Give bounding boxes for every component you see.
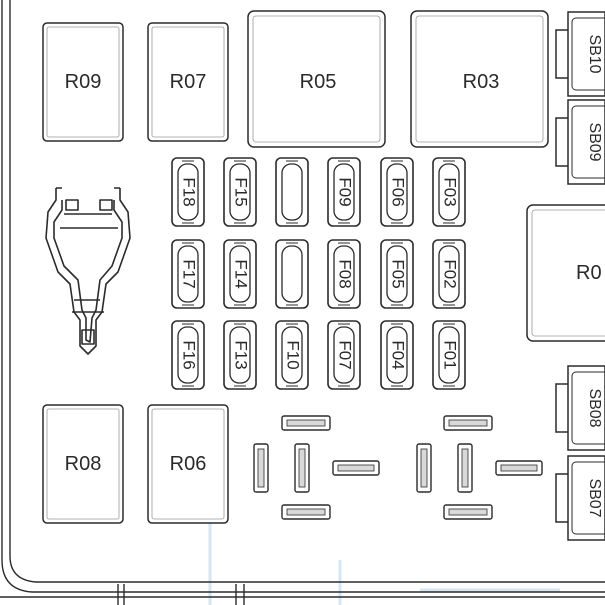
fuse-slot: F06: [380, 157, 414, 227]
fuse-label: F04: [389, 340, 408, 369]
sb07-block: SB07: [555, 455, 605, 541]
relay-r05-label: R05: [300, 71, 337, 93]
sb09-label: SB09: [586, 122, 603, 161]
relay-r09-label: R09: [65, 71, 102, 93]
relay-r07: R07: [147, 22, 229, 142]
fuse-label: F03: [441, 177, 460, 206]
relay-clip: [45, 187, 131, 355]
relay-r08: R08: [42, 404, 124, 524]
relay-r01: R0: [526, 204, 605, 342]
relay-r08-label: R08: [65, 453, 102, 475]
fuse-slot: F03: [432, 157, 466, 227]
fuse-slot: F17: [171, 239, 205, 309]
sb10-label: SB10: [586, 34, 603, 73]
sb08-label: SB08: [586, 388, 603, 427]
fuse-label: F10: [284, 340, 303, 369]
fuse-label: F15: [232, 177, 251, 206]
relay-r09: R09: [42, 22, 124, 142]
relay-r03: R03: [410, 10, 549, 148]
fuse-label: F17: [180, 259, 199, 288]
fuse-slot: F18: [171, 157, 205, 227]
fuse-label: F08: [336, 259, 355, 288]
fuse-label: F06: [389, 177, 408, 206]
relay-r05: R05: [247, 10, 386, 148]
fuse-slot: [275, 157, 309, 227]
fuse-label: F02: [441, 259, 460, 288]
fuse-slot: F01: [432, 320, 466, 390]
fuse-slot: F09: [327, 157, 361, 227]
fuse-label: F07: [336, 340, 355, 369]
fuse-slot: F08: [327, 239, 361, 309]
relay-r06: R06: [147, 404, 229, 524]
fuse-label: F05: [389, 259, 408, 288]
sb09-block: SB09: [555, 99, 605, 185]
fuse-label: F14: [232, 259, 251, 288]
sb08-block: SB08: [555, 365, 605, 451]
fuse-slot: F15: [223, 157, 257, 227]
fuse-label: F01: [441, 340, 460, 369]
relay-r01-label: R0: [576, 262, 602, 284]
fuse-label: F13: [232, 340, 251, 369]
fuse-slot: F02: [432, 239, 466, 309]
fuse-slot: [275, 239, 309, 309]
fuse-label: F16: [180, 340, 199, 369]
relay-r07-label: R07: [170, 71, 207, 93]
relay-r06-label: R06: [170, 453, 207, 475]
sb10-block: SB10: [555, 11, 605, 97]
fuse-slot: F07: [327, 320, 361, 390]
sb07-label: SB07: [586, 478, 603, 517]
fuse-slot: F14: [223, 239, 257, 309]
fuse-slot: F16: [171, 320, 205, 390]
fuse-slot: F05: [380, 239, 414, 309]
fuse-slot: F13: [223, 320, 257, 390]
relay-r03-label: R03: [463, 71, 500, 93]
fuse-slot: F04: [380, 320, 414, 390]
fuse-label: F18: [180, 177, 199, 206]
fuse-label: F09: [336, 177, 355, 206]
terminal-socket-left: [253, 415, 380, 520]
fuse-slot: F10: [275, 320, 309, 390]
terminal-socket-right: [416, 415, 543, 520]
